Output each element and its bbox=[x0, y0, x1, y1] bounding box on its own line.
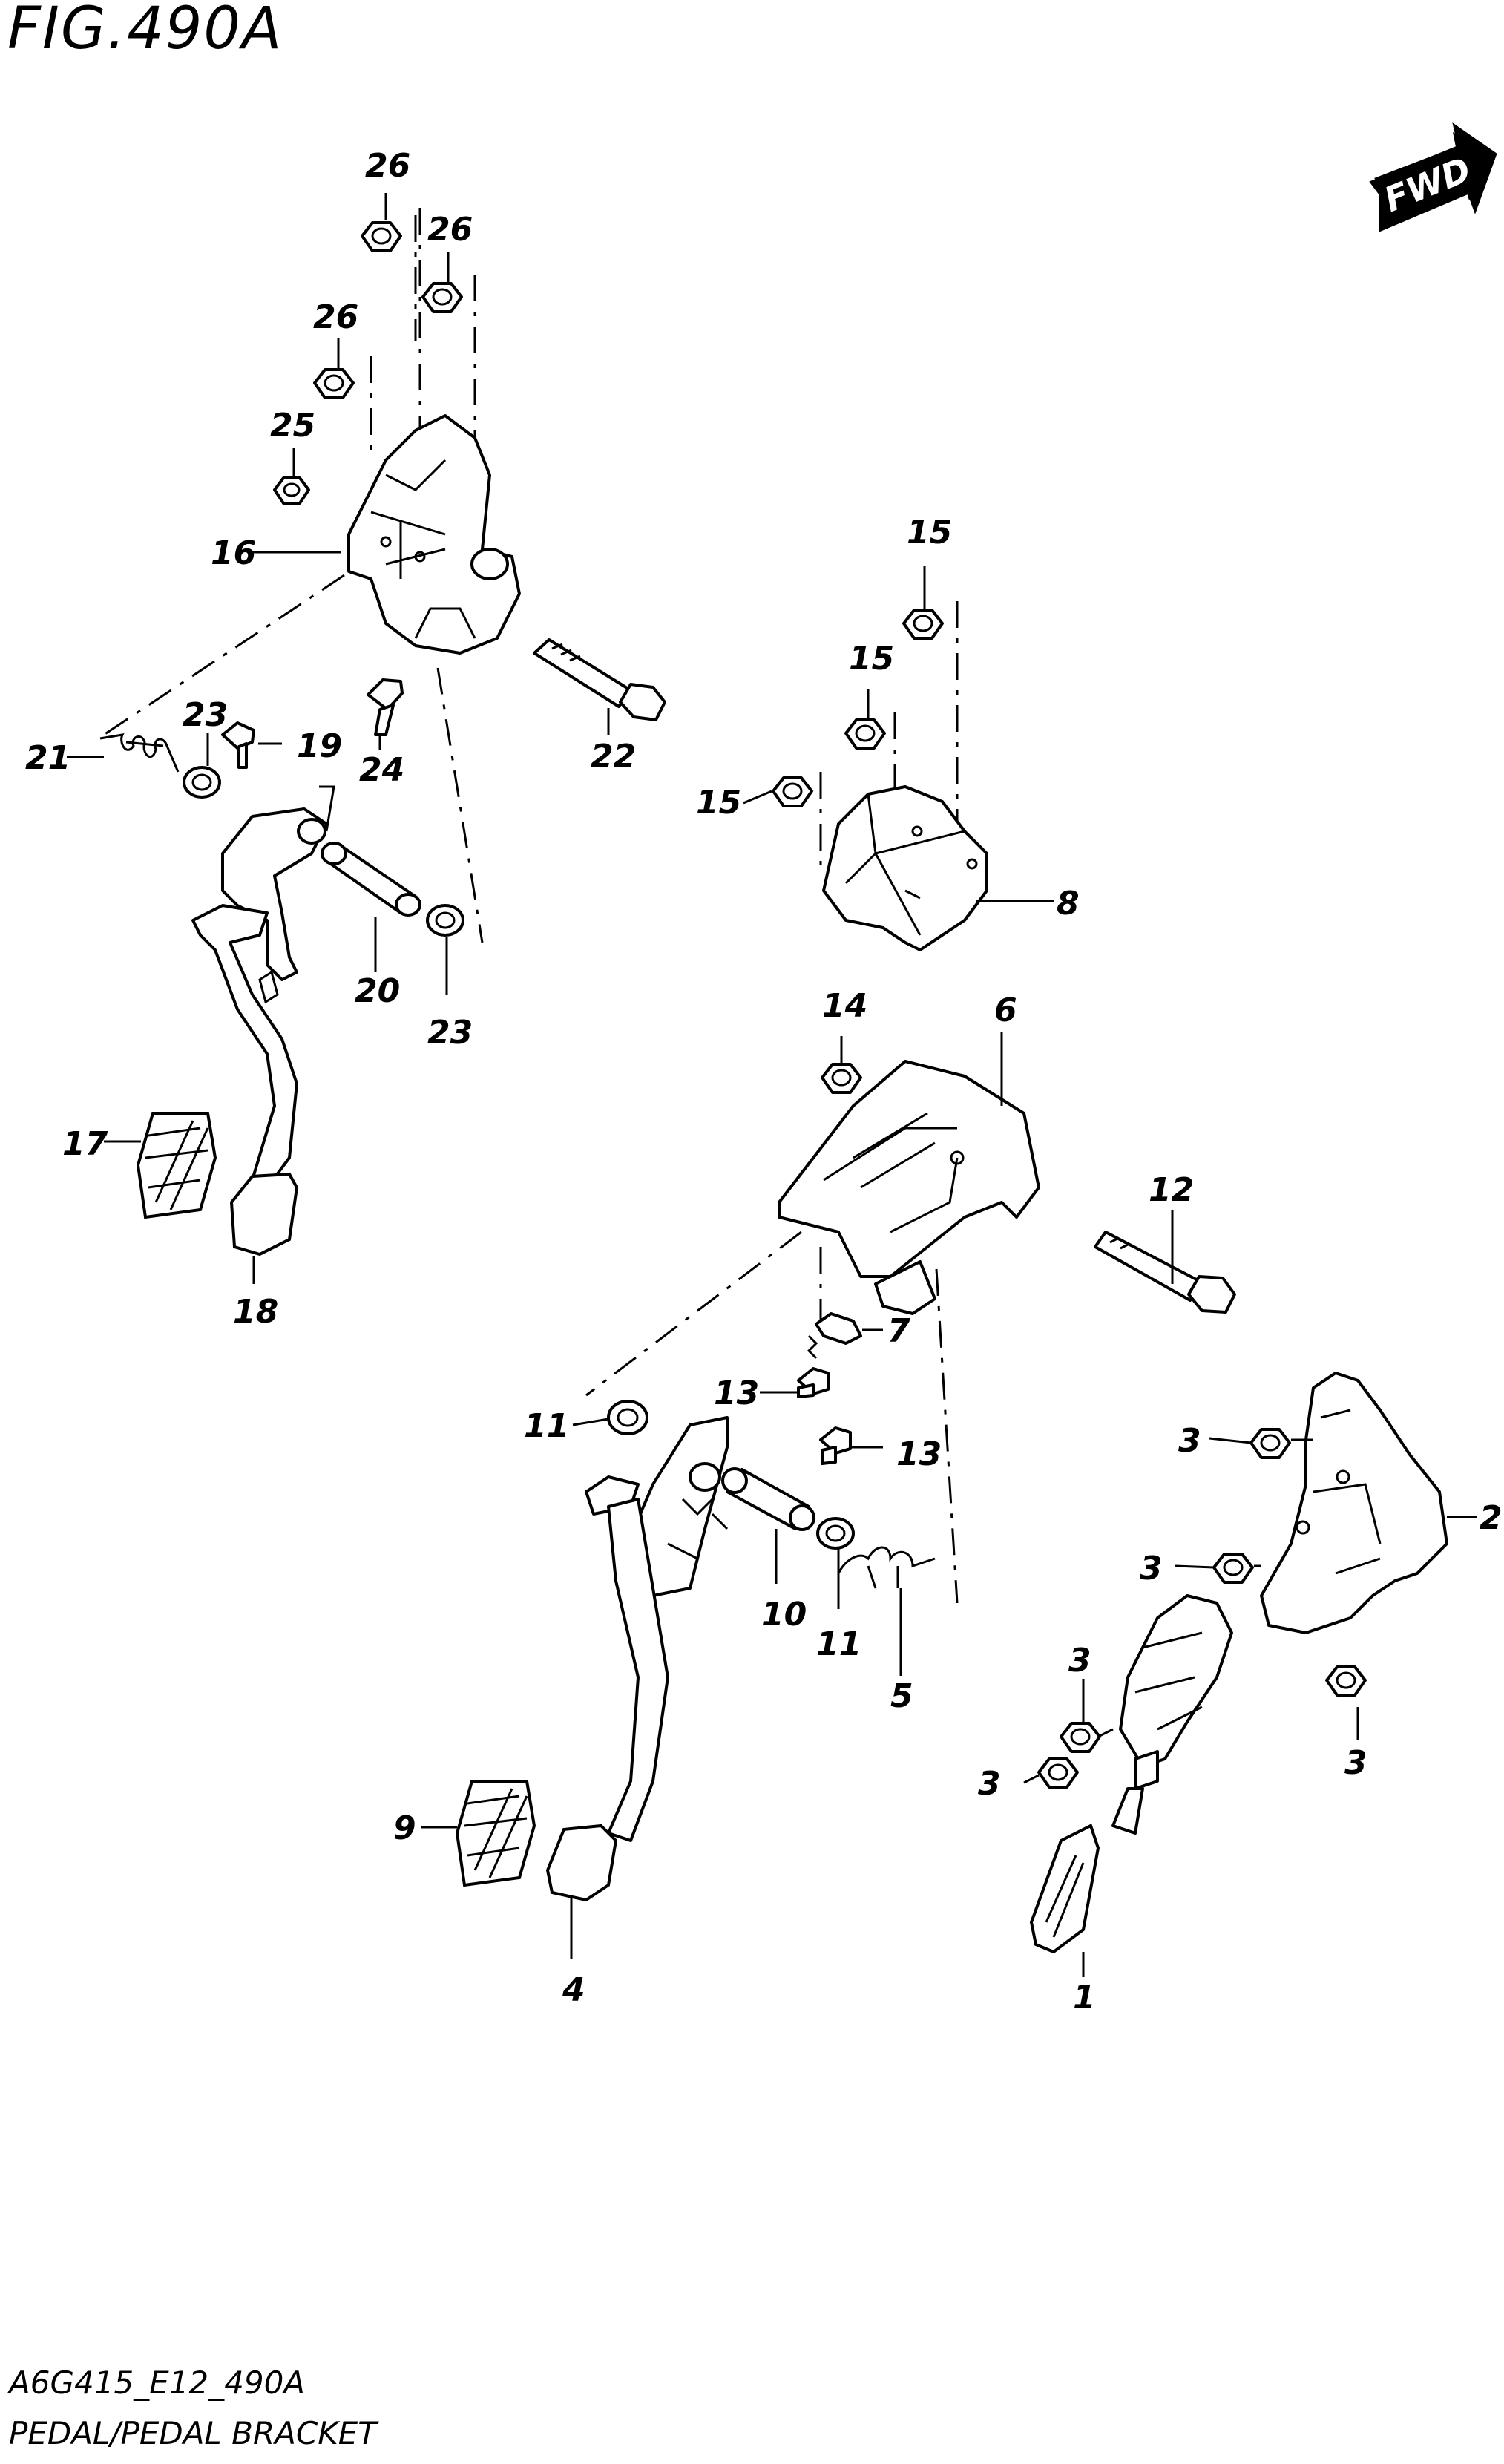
figure-title: FIG.490A bbox=[7, 0, 283, 62]
callout-11-lower: 11 bbox=[816, 1625, 861, 1663]
bolt-24 bbox=[367, 678, 404, 736]
nut-3-c bbox=[1060, 1722, 1101, 1753]
bolt-12 bbox=[1094, 1231, 1236, 1314]
clutch-pedal-assembly bbox=[99, 208, 666, 1256]
brake-pedal-arm bbox=[585, 1416, 729, 1842]
pedal-pad-17 bbox=[136, 1112, 217, 1219]
nut-3-e bbox=[1325, 1665, 1367, 1697]
callout-9: 9 bbox=[393, 1809, 416, 1847]
callout-17: 17 bbox=[62, 1125, 108, 1163]
nut-14 bbox=[821, 1063, 862, 1094]
callout-7: 7 bbox=[887, 1312, 910, 1350]
callout-3-right-lower: 3 bbox=[1344, 1744, 1367, 1782]
pedal-pad-18 bbox=[229, 1172, 299, 1256]
bushing-23-upper bbox=[183, 766, 221, 799]
nut-26-mid bbox=[421, 282, 463, 313]
nut-15-mid bbox=[844, 718, 886, 750]
callout-3-left-lower: 3 bbox=[978, 1765, 1001, 1803]
pedal-pad-9 bbox=[455, 1780, 536, 1887]
callout-8: 8 bbox=[1057, 885, 1080, 923]
pin-20 bbox=[321, 842, 421, 917]
leader-lines bbox=[67, 193, 1477, 1977]
bracket-8 bbox=[822, 785, 988, 951]
figure-model-code: A6G415_E12_490A bbox=[9, 2365, 306, 2401]
clip-7 bbox=[815, 1312, 862, 1345]
callout-3-upper-right: 3 bbox=[1178, 1422, 1201, 1460]
callout-14: 14 bbox=[822, 987, 867, 1025]
callout-labels: 26 26 26 25 16 21 23 19 24 22 20 23 17 1… bbox=[25, 147, 1503, 2016]
brake-pedal-assembly bbox=[455, 1400, 936, 1902]
bracket-6 bbox=[778, 1060, 1040, 1315]
callout-6: 6 bbox=[994, 992, 1017, 1029]
bolt-22 bbox=[533, 638, 666, 721]
callout-26-left: 26 bbox=[313, 298, 358, 336]
callout-15-mid: 15 bbox=[849, 640, 894, 678]
nut-3-a bbox=[1249, 1428, 1291, 1459]
callout-23-lower: 23 bbox=[427, 1014, 473, 1052]
callout-4: 4 bbox=[562, 1971, 585, 2009]
callout-5: 5 bbox=[890, 1677, 913, 1715]
accelerator-pedal-1 bbox=[1029, 1594, 1233, 1954]
callout-26-top: 26 bbox=[365, 147, 410, 185]
screw-13-upper bbox=[797, 1367, 830, 1398]
callout-21: 21 bbox=[25, 739, 70, 777]
nut-25 bbox=[273, 476, 310, 505]
callout-18: 18 bbox=[233, 1293, 278, 1331]
callout-11-upper: 11 bbox=[524, 1407, 569, 1445]
callout-15-low: 15 bbox=[696, 784, 741, 822]
bushing-23-lower bbox=[426, 904, 464, 937]
screw-13-lower bbox=[819, 1426, 852, 1465]
figure-description: PEDAL/PEDAL BRACKET bbox=[9, 2415, 377, 2451]
callout-10: 10 bbox=[761, 1596, 807, 1634]
callout-16: 16 bbox=[211, 534, 256, 572]
stopper-19 bbox=[221, 721, 255, 769]
nut-15-top bbox=[902, 609, 944, 640]
callout-15-top: 15 bbox=[907, 514, 952, 551]
callout-24: 24 bbox=[359, 751, 404, 789]
bracket-2 bbox=[1260, 1372, 1448, 1634]
clutch-pedal-arm bbox=[191, 785, 335, 1189]
spring-21 bbox=[99, 733, 180, 773]
callout-26-right: 26 bbox=[427, 211, 473, 249]
bracket-8-assembly bbox=[772, 601, 988, 951]
nut-26-low bbox=[313, 368, 355, 399]
callout-20: 20 bbox=[355, 972, 400, 1010]
pin-10 bbox=[721, 1467, 815, 1531]
callout-3-left-upper: 3 bbox=[1068, 1642, 1091, 1680]
nut-3-b bbox=[1212, 1553, 1254, 1584]
callout-13-lower: 13 bbox=[896, 1435, 942, 1473]
nut-3-d bbox=[1037, 1757, 1079, 1789]
callout-3-mid: 3 bbox=[1140, 1550, 1163, 1587]
callout-19: 19 bbox=[297, 727, 342, 765]
callout-22: 22 bbox=[591, 738, 636, 776]
nut-26-top bbox=[361, 221, 402, 252]
bushing-11-upper bbox=[607, 1400, 648, 1435]
spring-5 bbox=[837, 1546, 936, 1589]
bracket-16 bbox=[347, 414, 521, 655]
bushing-11-lower bbox=[816, 1517, 855, 1550]
callout-13-upper: 13 bbox=[714, 1374, 759, 1412]
pedal-pad-4 bbox=[545, 1824, 618, 1902]
callout-12: 12 bbox=[1149, 1171, 1194, 1209]
callout-25: 25 bbox=[270, 407, 315, 445]
fwd-arrow-icon: FWD bbox=[1369, 122, 1497, 232]
callout-2: 2 bbox=[1480, 1499, 1503, 1537]
nut-15-low bbox=[772, 776, 813, 807]
accelerator-assembly bbox=[1029, 1372, 1448, 1954]
pedal-bracket-6-assembly bbox=[585, 1060, 1236, 1604]
callout-23-upper: 23 bbox=[183, 696, 228, 734]
callout-1: 1 bbox=[1073, 1979, 1096, 2016]
